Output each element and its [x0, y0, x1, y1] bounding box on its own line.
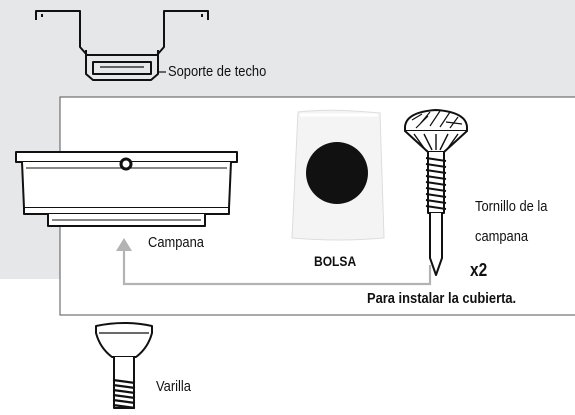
canopy-icon: [15, 151, 238, 227]
ceiling-bracket-label: Soporte de techo: [168, 63, 267, 80]
purpose-label: Para instalar la cubierta.: [367, 290, 517, 307]
arrow-up-icon: [116, 238, 432, 286]
rod-label: Varilla: [156, 378, 191, 395]
screw-label-line2: campana: [475, 228, 529, 245]
rod-icon: [95, 322, 153, 410]
screw-label-line1: Tornillo de la: [475, 198, 548, 215]
bag-label: BOLSA: [314, 253, 357, 269]
bag-icon: [291, 109, 385, 241]
gray-panel: [0, 0, 575, 279]
canopy-label: Campana: [148, 234, 204, 251]
ceiling-bracket-icon: [35, 10, 209, 81]
canopy-screw-icon: [404, 109, 468, 276]
quantity-label: x2: [470, 260, 488, 280]
